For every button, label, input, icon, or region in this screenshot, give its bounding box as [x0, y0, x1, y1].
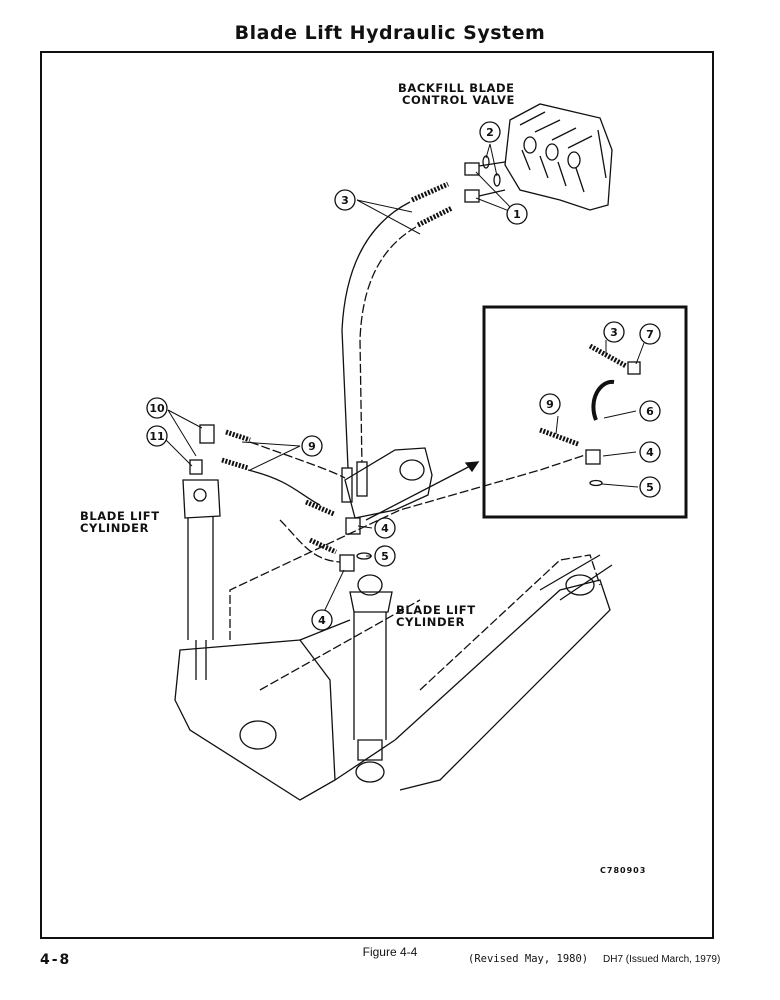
page-number: 4-8: [40, 952, 72, 968]
backfill-valve-label: BACKFILL BLADE CONTROL VALVE: [398, 82, 515, 106]
left-cylinder-drawing: [182, 479, 221, 680]
callout-1: 1: [513, 208, 521, 221]
page-title: Blade Lift Hydraulic System: [234, 22, 546, 44]
inset-callout-5: 5: [646, 481, 654, 494]
right-cylinder-label-line2: CYLINDER: [396, 615, 466, 629]
inset-callout-6: 6: [646, 405, 654, 418]
fitting-1-drawing: [464, 161, 506, 203]
callout-4-lower: 4: [318, 614, 326, 627]
callout-10: 10: [149, 402, 165, 415]
inset-callout-4: 4: [646, 446, 654, 459]
left-cylinder-label-line2: CYLINDER: [80, 521, 150, 535]
right-cylinder-label: BLADE LIFT CYLINDER: [396, 604, 476, 628]
figure-frame: [40, 51, 714, 939]
callout-11: 11: [149, 430, 164, 443]
inset-callout-7: 7: [646, 328, 654, 341]
inset-callout-9: 9: [546, 398, 554, 411]
drawing-code: C780903: [600, 866, 647, 875]
left-cylinder-label: BLADE LIFT CYLINDER: [80, 510, 160, 534]
callout-3: 3: [341, 194, 349, 207]
control-valve-drawing: [504, 103, 613, 211]
callout-2: 2: [486, 126, 494, 139]
issue-note: DH7 (Issued March, 1979): [603, 954, 721, 965]
revision-note: (Revised May, 1980): [468, 953, 589, 965]
right-cylinder-label-line1: BLADE LIFT: [396, 603, 476, 617]
callout-5: 5: [381, 550, 389, 563]
backfill-valve-label-line1: BACKFILL BLADE: [398, 81, 515, 95]
figure-caption: Figure 4-4: [362, 945, 418, 959]
hose-3-drawing: [341, 181, 454, 503]
right-cylinder-drawing: [349, 574, 393, 783]
blade-frame-drawing: [174, 449, 613, 801]
left-cylinder-label-line1: BLADE LIFT: [80, 509, 160, 523]
inset-callout-3: 3: [610, 326, 618, 339]
inset-box: [482, 305, 688, 519]
callout-4-upper: 4: [381, 522, 389, 535]
callout-9: 9: [308, 440, 316, 453]
backfill-valve-label-line2: CONTROL VALVE: [402, 93, 515, 107]
